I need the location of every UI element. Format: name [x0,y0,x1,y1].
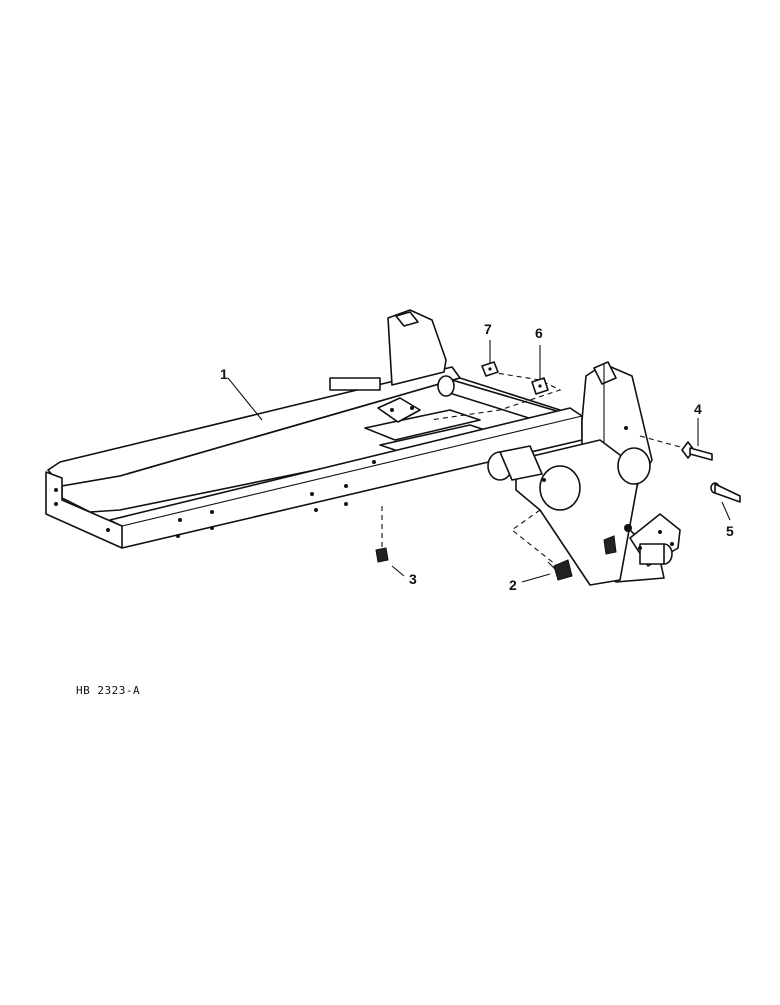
rear-tower-bracket [387,309,447,386]
callout-7: 7 [484,321,492,337]
callout-4: 4 [694,401,702,417]
cylinder-end [437,375,455,397]
part-7-nut [481,361,499,377]
leader-part-4 [639,435,685,449]
link-arm [377,397,421,423]
rear-tower-cap [395,311,419,327]
callout-2: 2 [509,577,517,593]
part-3-grease-fitting [375,547,389,563]
frame-cross-member [364,409,481,441]
leader-part-2 [511,509,561,569]
callout-6: 6 [535,325,543,341]
part-2-bolt [547,559,573,581]
part-5-pin [710,482,741,503]
pivot-boss [539,465,581,511]
part-4-bolt [681,441,713,461]
callout-3: 3 [409,571,417,587]
front-tower-cap [593,361,617,385]
pivot-boss-2 [617,447,651,485]
callout-1: 1 [220,366,228,382]
rear-tower-plate [329,377,381,391]
pivot-tube [499,445,543,481]
leader-parts-6-7 [429,371,562,421]
part-6-bushing [531,377,549,395]
frame-end-plate [45,471,123,549]
callout-5: 5 [726,523,734,539]
drawing-code: HB 2323-A [76,684,141,697]
